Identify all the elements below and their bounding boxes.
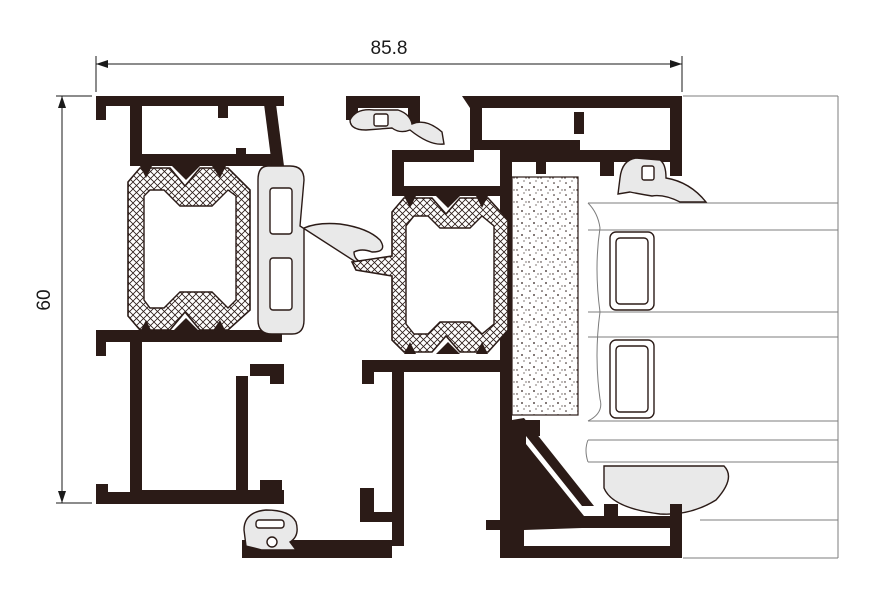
left-frame-profile [96,96,284,504]
right-frame-profile [462,96,682,176]
height-dimension-label: 60 [34,289,55,310]
left-glazing-gasket [257,165,384,335]
left-thermal-break [127,166,251,332]
glazing-lines [585,95,839,559]
sash-profile [242,96,512,558]
insulation-block [511,176,579,416]
width-dimension-label: 85.8 [371,38,408,59]
top-seal-gasket [349,109,445,145]
right-seal-gasket [617,157,708,203]
bottom-seal-gasket [243,509,298,551]
height-dimension: 60 [34,95,92,504]
glass-spacers [603,231,730,515]
width-dimension: 85.8 [95,38,683,92]
bottom-frame-profile [512,418,682,558]
center-thermal-break [350,196,509,354]
